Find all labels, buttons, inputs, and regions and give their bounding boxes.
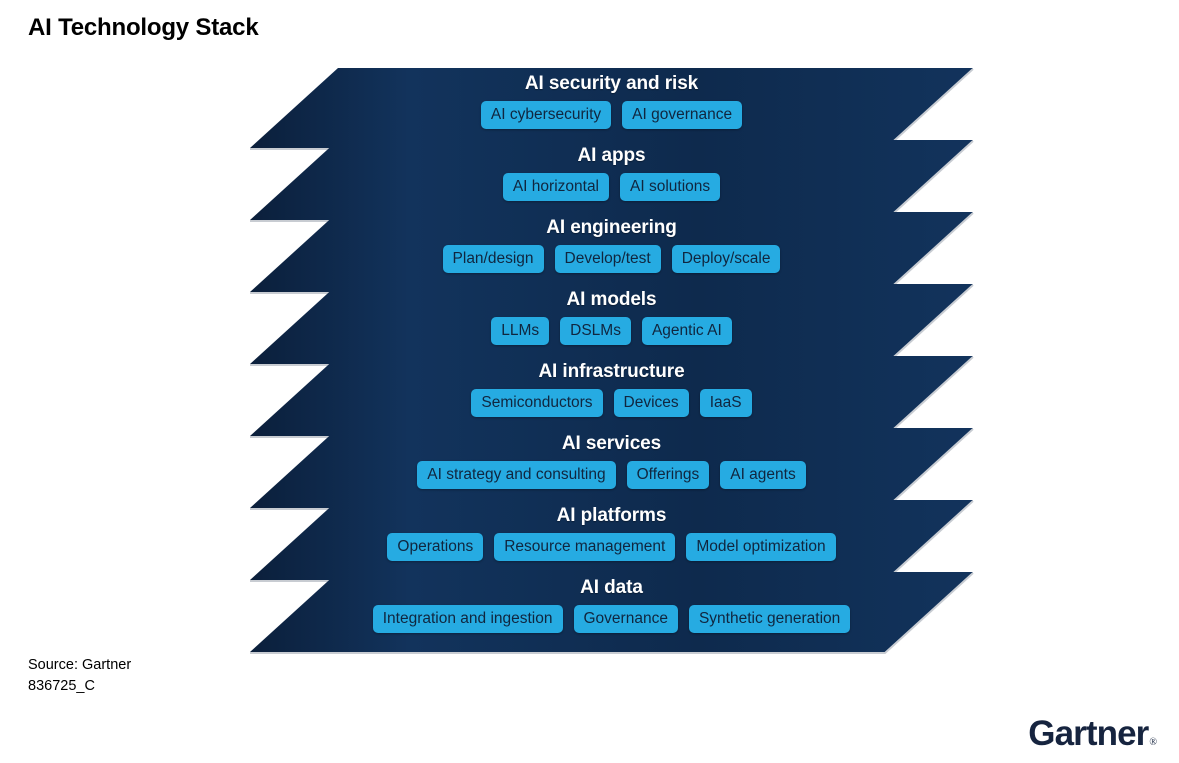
- layer-item-pill[interactable]: Operations: [387, 532, 484, 562]
- document-id: 836725_C: [28, 678, 95, 695]
- layer-item-row: AI horizontal AI solutions: [502, 172, 721, 202]
- ai-technology-stack-diagram: AI security and risk AI cybersecurity AI g…: [0, 68, 1179, 664]
- layer-item-pill[interactable]: Semiconductors: [471, 388, 603, 418]
- layer-item-pill[interactable]: Governance: [573, 604, 678, 634]
- layer-item-pill[interactable]: AI horizontal: [502, 172, 610, 202]
- layer-item-pill[interactable]: Offerings: [626, 460, 710, 490]
- page-title: AI Technology Stack: [28, 14, 259, 41]
- layer-content: AI services AI strategy and consulting Off…: [250, 428, 973, 508]
- layer-item-row: Integration and ingestion Governance Synth…: [372, 604, 851, 634]
- layer-content: AI security and risk AI cybersecurity AI g…: [250, 68, 973, 148]
- layer-item-pill[interactable]: Model optimization: [686, 532, 836, 562]
- layer-item-pill[interactable]: AI governance: [622, 100, 743, 130]
- layer-item-row: Operations Resource management Model optim…: [387, 532, 836, 562]
- layer-title: AI infrastructure: [538, 361, 685, 382]
- layer-item-row: Semiconductors Devices IaaS: [471, 388, 752, 418]
- layer-item-pill[interactable]: DSLMs: [560, 316, 631, 346]
- layer-item-pill[interactable]: AI strategy and consulting: [417, 460, 616, 490]
- layer-item-row: Plan/design Develop/test Deploy/scale: [442, 244, 781, 274]
- layer-item-row: AI strategy and consulting Offerings AI ag…: [417, 460, 806, 490]
- layer-title: AI security and risk: [524, 73, 699, 94]
- layer-item-pill[interactable]: Plan/design: [442, 244, 544, 274]
- layer-content: AI apps AI horizontal AI solutions: [250, 140, 973, 220]
- source-note: Source: Gartner 836725_C: [28, 655, 131, 697]
- layer-item-pill[interactable]: Develop/test: [554, 244, 661, 274]
- layer-item-row: LLMs DSLMs Agentic AI: [491, 316, 732, 346]
- source-label: Source: Gartner: [28, 657, 132, 673]
- layer-item-row: AI cybersecurity AI governance: [480, 100, 743, 130]
- gartner-wordmark: Gartner: [1028, 714, 1149, 753]
- layer-item-pill[interactable]: Integration and ingestion: [372, 604, 563, 634]
- layer-item-pill[interactable]: AI solutions: [620, 172, 721, 202]
- layer-item-pill[interactable]: Deploy/scale: [671, 244, 781, 274]
- layer-item-pill[interactable]: Synthetic generation: [688, 604, 851, 634]
- layer-title: AI apps: [577, 145, 646, 166]
- gartner-logo: Gartner ®: [1028, 716, 1157, 751]
- layer-title: AI data: [580, 577, 643, 598]
- layer-item-pill[interactable]: AI cybersecurity: [480, 100, 612, 130]
- layer-title: AI engineering: [546, 217, 677, 238]
- layer-title: AI services: [561, 433, 662, 454]
- registered-trademark-icon: ®: [1149, 737, 1157, 748]
- layer-title: AI platforms: [556, 505, 667, 526]
- layer-item-pill[interactable]: Resource management: [494, 532, 676, 562]
- layer-item-pill[interactable]: LLMs: [491, 316, 550, 346]
- layer-title: AI models: [566, 289, 657, 310]
- layer-item-pill[interactable]: Agentic AI: [641, 316, 732, 346]
- layer-item-pill[interactable]: IaaS: [699, 388, 752, 418]
- layer-item-pill[interactable]: AI agents: [720, 460, 806, 490]
- layer-item-pill[interactable]: Devices: [613, 388, 689, 418]
